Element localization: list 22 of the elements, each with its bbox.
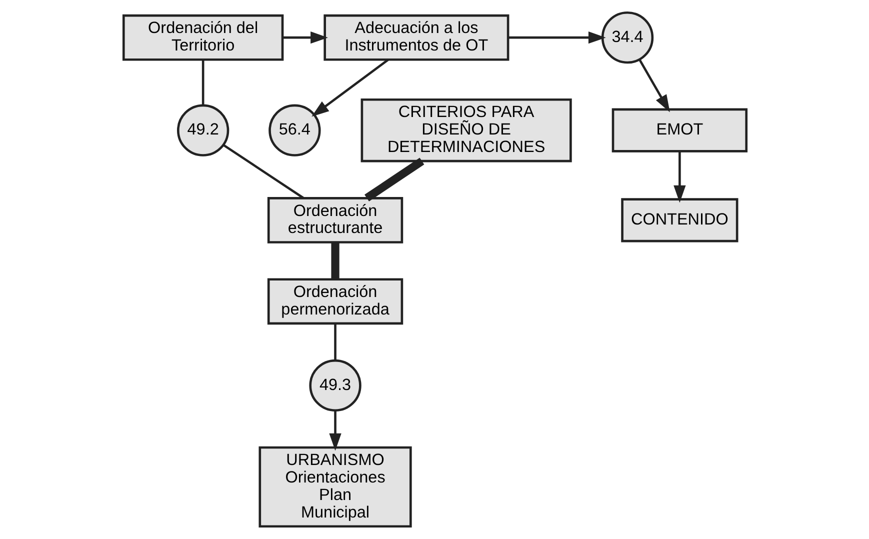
connector xyxy=(222,144,304,199)
arrow xyxy=(673,151,686,203)
node-box: CONTENIDO xyxy=(620,198,738,242)
arrow xyxy=(311,58,388,117)
node-box: EMOT xyxy=(611,108,748,152)
node-box: Ordenación estructurante xyxy=(266,197,403,244)
node-circle: 49.3 xyxy=(308,359,361,412)
connector xyxy=(334,324,336,360)
node-circle: 56.4 xyxy=(268,104,320,156)
node-box: Ordenación del Territorio xyxy=(122,14,284,61)
node-circle: 34.4 xyxy=(600,11,654,64)
node-box: CRITERIOS PARA DISEÑO DE DETERMINACIONES xyxy=(360,98,572,162)
arrow xyxy=(638,59,670,112)
node-circle: 49.2 xyxy=(176,104,229,156)
arrow xyxy=(282,31,328,44)
connector xyxy=(201,60,204,106)
node-box: Ordenación permenorizada xyxy=(266,278,403,325)
node-box: Adecuación a los Instrumentos de OT xyxy=(323,14,509,61)
node-box: URBANISMO Orientaciones Plan Municipal xyxy=(258,446,412,528)
connector xyxy=(330,242,339,280)
arrow xyxy=(508,31,606,44)
arrow xyxy=(328,410,341,451)
